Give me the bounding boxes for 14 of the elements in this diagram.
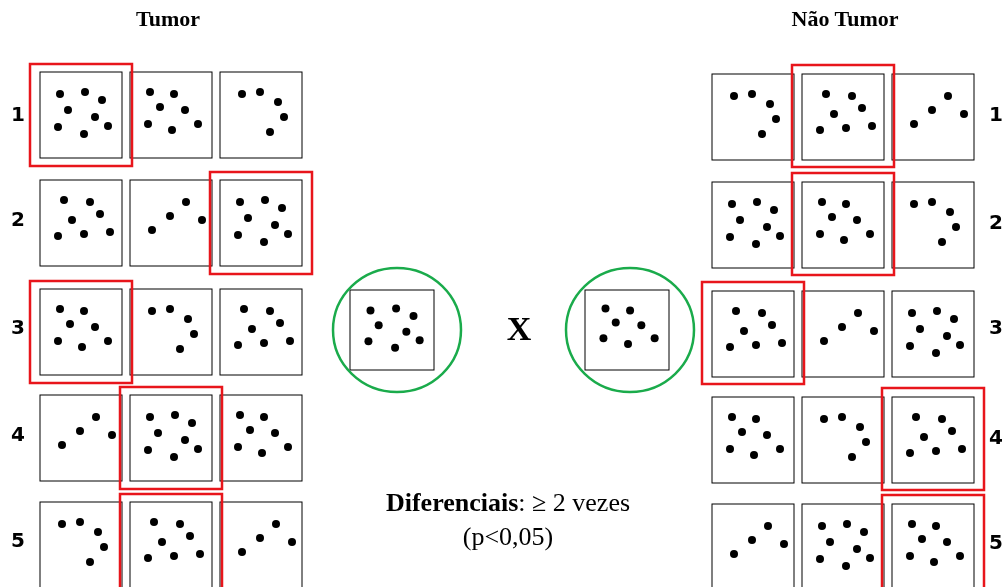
row-number: 5 — [11, 528, 25, 552]
row-number: 1 — [11, 102, 25, 126]
row-number: 4 — [989, 425, 1003, 449]
criteria-note: Diferenciais: ≥ 2 vezes (p<0,05) — [384, 487, 632, 553]
comparison-symbol: X — [506, 310, 532, 348]
row-number: 3 — [989, 315, 1003, 339]
column-heading: Não Tumor — [791, 6, 899, 32]
row-number: 3 — [11, 315, 25, 339]
row-number: 5 — [989, 530, 1003, 554]
row-number: 1 — [989, 102, 1003, 126]
row-number: 4 — [11, 422, 25, 446]
column-heading: Tumor — [136, 6, 200, 32]
row-number: 2 — [989, 210, 1003, 234]
row-number: 2 — [11, 207, 25, 231]
